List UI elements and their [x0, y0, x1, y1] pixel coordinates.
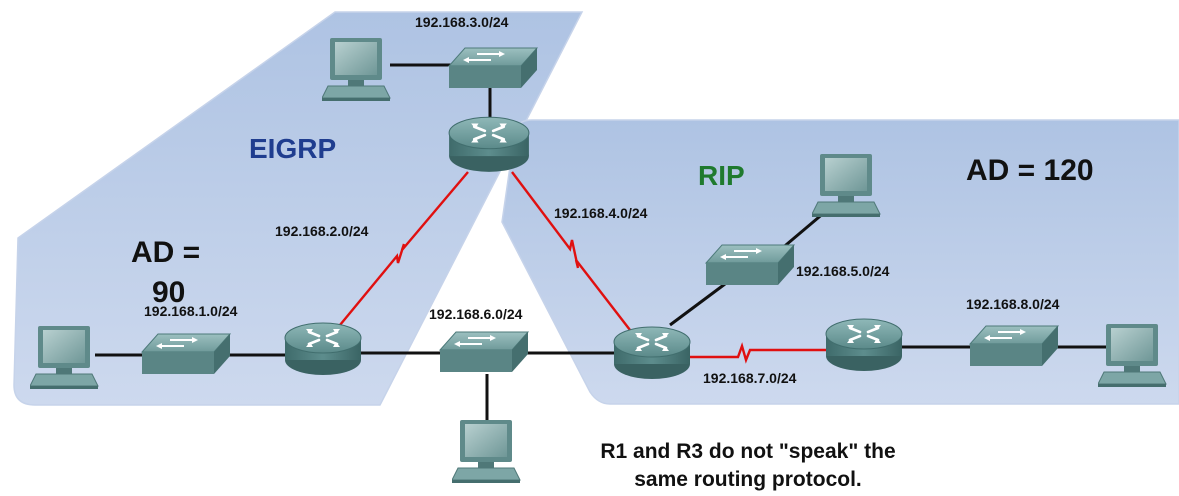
network-label-3: 192.168.3.0/24 [415, 14, 509, 30]
pc-icon [452, 419, 521, 484]
router-icon [824, 317, 904, 373]
switch-icon [141, 333, 231, 375]
network-label-7: 192.168.7.0/24 [703, 370, 797, 386]
pc-icon [30, 325, 99, 390]
caption-note: R1 and R3 do not "speak" the same routin… [548, 438, 948, 494]
pc-icon [812, 153, 881, 218]
eigrp-label: EIGRP [249, 133, 337, 164]
eigrp-ad-line2: 90 [152, 276, 186, 309]
router-icon [612, 325, 692, 381]
rip-ad-label: AD = 120 [966, 154, 1094, 187]
switch-icon [969, 325, 1059, 367]
switch-icon [705, 244, 795, 286]
serial-link-r2-r3 [511, 171, 631, 331]
eigrp-ad-line1: AD = [131, 236, 201, 269]
caption-line-1: R1 and R3 do not "speak" the [600, 440, 896, 463]
network-label-4: 192.168.4.0/24 [554, 205, 648, 221]
network-label-2: 192.168.2.0/24 [275, 223, 369, 239]
switch-icon [439, 331, 529, 373]
caption-line-2: same routing protocol. [634, 468, 862, 491]
pc-icon [322, 37, 391, 102]
serial-links [339, 171, 828, 364]
serial-link-r1-r2 [339, 171, 469, 326]
ethernet-links [95, 63, 1115, 422]
eigrp-region [13, 11, 584, 406]
pc-icon [1098, 323, 1167, 388]
network-label-1: 192.168.1.0/24 [144, 303, 238, 319]
rip-label: RIP [698, 160, 745, 191]
switch-icon [448, 47, 538, 89]
network-label-8: 192.168.8.0/24 [966, 296, 1060, 312]
network-label-6: 192.168.6.0/24 [429, 306, 523, 322]
router-icon [447, 115, 531, 174]
serial-link-r3-r4 [690, 342, 828, 364]
router-icon [283, 321, 363, 377]
network-label-5: 192.168.5.0/24 [796, 263, 890, 279]
